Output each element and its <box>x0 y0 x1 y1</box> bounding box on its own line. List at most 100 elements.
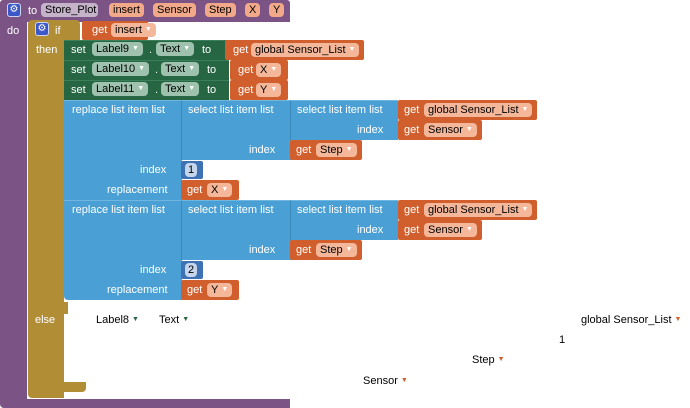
property-dropdown-text[interactable]: Text▼ <box>156 42 195 56</box>
replace-list-item-label: replace list item list <box>72 104 165 116</box>
if-gear-icon[interactable]: ⚙ <box>35 22 49 36</box>
get-keyword: get <box>238 84 254 96</box>
get-global-sensor-list-block[interactable]: get global Sensor_List▼ <box>225 40 364 60</box>
ghost-var-dropdown-sensor[interactable]: Sensor▼ <box>363 375 408 387</box>
component-dropdown-label11[interactable]: Label11▼ <box>92 82 149 96</box>
get-sensor-block[interactable]: get Sensor▼ <box>398 120 482 140</box>
get-y-block[interactable]: get Y▼ <box>230 80 288 100</box>
var-dropdown-insert[interactable]: insert▼ <box>111 23 156 37</box>
var-dropdown-global-sensor-list[interactable]: global Sensor_List▼ <box>424 203 533 217</box>
if-block-spine <box>28 40 64 398</box>
select-list-item-block-inner-2[interactable] <box>290 200 398 240</box>
dropdown-arrow-icon: ▼ <box>521 206 529 214</box>
var-dropdown-global-sensor-list[interactable]: global Sensor_List▼ <box>251 43 360 57</box>
ghost-property-dropdown-text[interactable]: Text▼ <box>159 314 190 326</box>
var-dropdown-sensor[interactable]: Sensor▼ <box>424 223 477 237</box>
var-dropdown-sensor[interactable]: Sensor▼ <box>424 123 477 137</box>
property-dropdown-text[interactable]: Text▼ <box>161 62 200 76</box>
to-keyword: to <box>207 64 217 76</box>
ghost-var-dropdown-step[interactable]: Step▼ <box>472 354 505 366</box>
ghost-component-dropdown-label8[interactable]: Label8▼ <box>96 314 139 326</box>
dropdown-arrow-icon: ▼ <box>270 86 278 94</box>
get-keyword: get <box>233 44 249 56</box>
set-keyword: set <box>71 64 86 76</box>
select-list-item-label: select list item list <box>297 204 383 216</box>
procedure-block-spine <box>0 22 27 402</box>
get-keyword: get <box>187 284 203 296</box>
dot-separator: . <box>155 64 159 76</box>
var-dropdown-step[interactable]: Step▼ <box>316 243 357 257</box>
ghost-number-value[interactable]: 1 <box>559 334 566 346</box>
get-step-block[interactable]: get Step▼ <box>290 140 362 160</box>
get-keyword: get <box>238 64 254 76</box>
get-keyword: get <box>296 244 312 256</box>
ghost-var-dropdown-global-sensor-list[interactable]: global Sensor_List▼ <box>581 314 682 326</box>
procedure-block-bottom <box>0 399 290 408</box>
procedure-gear-icon[interactable]: ⚙ <box>7 3 21 17</box>
number-block[interactable]: 2 <box>181 261 203 279</box>
index-label: index <box>140 264 167 276</box>
component-dropdown-label10[interactable]: Label10▼ <box>92 62 150 76</box>
replacement-label: replacement <box>107 184 168 196</box>
dropdown-arrow-icon: ▼ <box>345 246 353 254</box>
if-block-footer <box>28 382 86 392</box>
var-dropdown-global-sensor-list[interactable]: global Sensor_List▼ <box>424 103 533 117</box>
property-dropdown-text[interactable]: Text▼ <box>161 82 200 96</box>
get-keyword: get <box>404 104 420 116</box>
dropdown-arrow-icon: ▼ <box>221 286 229 294</box>
dropdown-arrow-icon: ▼ <box>137 85 145 93</box>
dropdown-arrow-icon: ▼ <box>674 316 682 324</box>
var-dropdown-y[interactable]: Y▼ <box>256 83 282 97</box>
to-keyword: to <box>207 84 217 96</box>
get-keyword: get <box>187 184 203 196</box>
index-label: index <box>249 244 276 256</box>
var-dropdown-x[interactable]: X▼ <box>207 183 233 197</box>
index-label: index <box>357 124 384 136</box>
param-insert[interactable]: insert <box>109 3 144 17</box>
dropdown-arrow-icon: ▼ <box>345 146 353 154</box>
get-x-block[interactable]: get X▼ <box>230 60 288 80</box>
param-sensor[interactable]: Sensor <box>153 3 196 17</box>
dropdown-arrow-icon: ▼ <box>521 106 529 114</box>
dropdown-arrow-icon: ▼ <box>132 316 139 324</box>
get-sensor-block[interactable]: get Sensor▼ <box>398 220 482 240</box>
get-global-sensor-list-block[interactable]: get global Sensor_List▼ <box>398 100 537 120</box>
procedure-name-field[interactable]: Store_Plot <box>41 3 98 17</box>
get-keyword: get <box>404 124 420 136</box>
get-insert-block[interactable]: get insert▼ <box>82 21 156 40</box>
select-list-item-block-outer-2[interactable] <box>181 200 291 260</box>
dropdown-arrow-icon: ▼ <box>183 45 191 53</box>
replace-list-item-block-2[interactable] <box>64 200 182 300</box>
dropdown-arrow-icon: ▼ <box>138 65 146 73</box>
else-notch-top <box>60 302 68 314</box>
procedure-to-keyword: to <box>28 5 38 17</box>
get-step-block[interactable]: get Step▼ <box>290 240 362 260</box>
component-dropdown-label9[interactable]: Label9▼ <box>92 42 143 56</box>
param-step[interactable]: Step <box>205 3 236 17</box>
get-x-block[interactable]: get X▼ <box>181 180 239 200</box>
get-keyword: get <box>404 204 420 216</box>
dropdown-arrow-icon: ▼ <box>465 226 473 234</box>
number-value[interactable]: 1 <box>185 163 198 177</box>
dropdown-arrow-icon: ▼ <box>188 85 196 93</box>
index-label: index <box>249 144 276 156</box>
replace-list-item-block-1[interactable] <box>64 100 182 200</box>
dropdown-arrow-icon: ▼ <box>400 377 408 385</box>
var-dropdown-x[interactable]: X▼ <box>256 63 282 77</box>
select-list-item-label: select list item list <box>188 204 274 216</box>
param-x[interactable]: X <box>245 3 261 17</box>
dropdown-arrow-icon: ▼ <box>270 66 278 74</box>
dot-separator: . <box>155 84 159 96</box>
param-y[interactable]: Y <box>269 3 285 17</box>
number-block[interactable]: 1 <box>181 161 203 179</box>
else-keyword: else <box>35 314 56 326</box>
var-dropdown-step[interactable]: Step▼ <box>316 143 357 157</box>
var-dropdown-y[interactable]: Y▼ <box>207 283 233 297</box>
get-keyword: get <box>92 24 108 36</box>
number-value[interactable]: 2 <box>185 263 198 277</box>
get-global-sensor-list-block[interactable]: get global Sensor_List▼ <box>398 200 537 220</box>
get-y-block[interactable]: get Y▼ <box>181 280 239 300</box>
select-list-item-block-inner-1[interactable] <box>290 100 398 140</box>
dropdown-arrow-icon: ▼ <box>188 65 196 73</box>
select-list-item-block-outer-1[interactable] <box>181 100 291 160</box>
